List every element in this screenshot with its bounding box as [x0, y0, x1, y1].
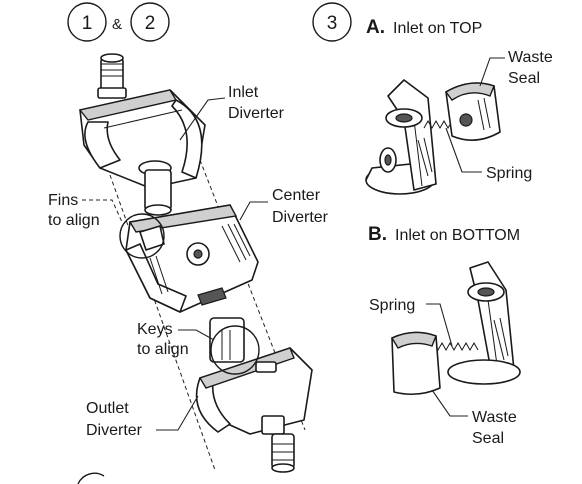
step-ampersand: &	[112, 16, 122, 33]
fins-label-line2: to align	[48, 212, 100, 229]
outlet-diverter-label-line1: Outlet	[86, 400, 129, 417]
section-a-waste-seal-line1: Waste	[508, 49, 553, 66]
inlet-diverter-part	[78, 89, 206, 216]
keys-leader	[178, 329, 215, 341]
fins-label-line1: Fins	[48, 192, 78, 209]
step-2-circle	[130, 2, 170, 42]
fins-highlight-circle	[119, 213, 165, 259]
keys-label-line2: to align	[137, 341, 189, 358]
section-b-letter: B.	[368, 224, 387, 245]
inlet-nozzle	[97, 53, 127, 99]
step-1-number: 1	[82, 13, 93, 34]
outlet-diverter-leader	[156, 395, 199, 431]
center-diverter-label-line2: Diverter	[272, 209, 329, 226]
section-a-title: Inlet on TOP	[393, 20, 482, 37]
step-1-circle	[67, 2, 107, 42]
step-3-circle	[312, 2, 352, 42]
keys-label-line1: Keys	[137, 321, 173, 338]
section-a-letter: A.	[366, 17, 385, 38]
section-b-spring-leader	[426, 303, 453, 347]
inlet-diverter-label-line2: Diverter	[228, 105, 285, 122]
step-2-number: 2	[145, 13, 156, 34]
section-b-waste-seal-line2: Seal	[472, 430, 504, 447]
outlet-diverter-part	[195, 347, 313, 473]
keys-tube	[209, 317, 245, 363]
step-3-number: 3	[327, 13, 338, 34]
section-a-waste-seal-leader	[479, 57, 505, 87]
section-b-waste-seal-leader	[431, 389, 468, 417]
inlet-diverter-label-line1: Inlet	[228, 84, 259, 101]
section-a-spring-label: Spring	[486, 165, 532, 182]
fins-leader	[82, 199, 123, 223]
center-diverter-leader	[239, 201, 268, 221]
keys-highlight-circle	[210, 325, 260, 375]
center-diverter-part	[125, 204, 259, 313]
section-a-spring-leader	[445, 127, 482, 173]
outlet-diverter-label-line2: Diverter	[86, 422, 143, 439]
section-b-waste-seal-line1: Waste	[472, 409, 517, 426]
inlet-diverter-leader	[179, 97, 226, 141]
section-b-spring-label: Spring	[369, 297, 415, 314]
section-b-title: Inlet on BOTTOM	[395, 227, 520, 244]
next-step-circle-partial	[77, 472, 105, 484]
center-diverter-label-line1: Center	[272, 187, 321, 204]
section-a-illustration	[365, 79, 501, 195]
section-b-illustration	[390, 261, 521, 396]
section-a-waste-seal-line2: Seal	[508, 70, 540, 87]
